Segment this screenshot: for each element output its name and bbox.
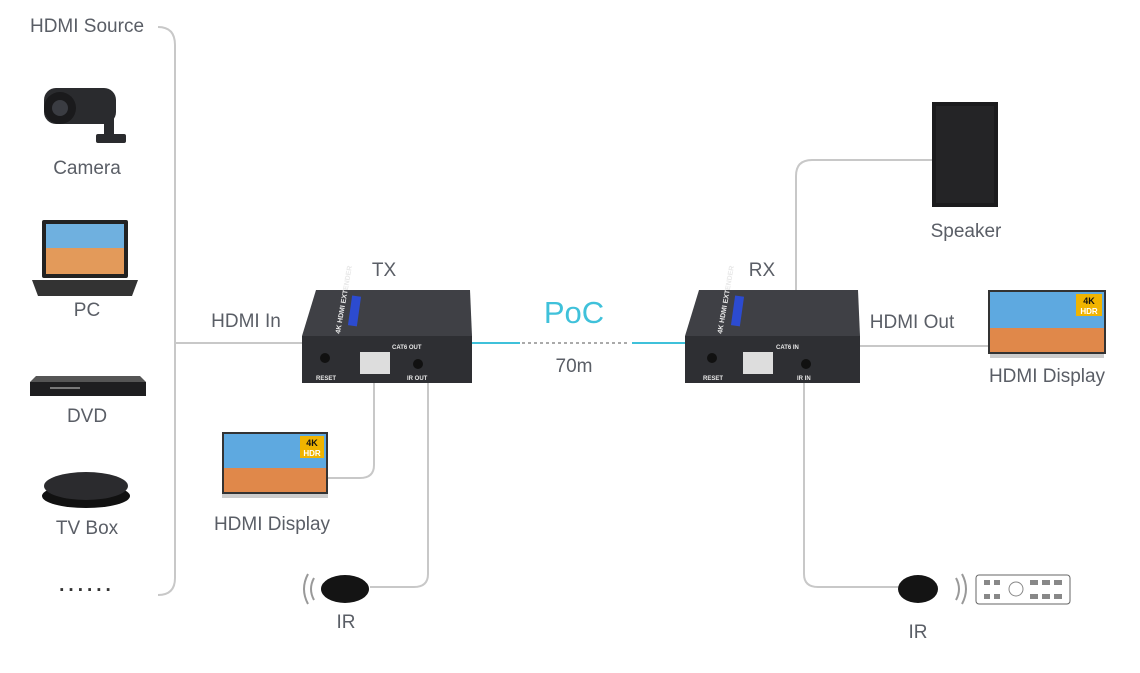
poc-label: PoC	[543, 295, 605, 330]
rx-port-ir-label: IR IN	[797, 376, 811, 382]
tx-hdmi-display-label: HDMI Display	[213, 514, 331, 535]
rx-ir-line	[803, 383, 898, 588]
source-label-tv-box: TV Box	[55, 518, 119, 539]
source-label-camera: Camera	[53, 158, 121, 179]
tx-hdmi-display-icon: 4K HDR	[222, 432, 328, 498]
more-sources-ellipsis: ......	[59, 575, 115, 596]
tx-ir-line	[370, 383, 429, 588]
tx-label: TX	[371, 260, 397, 281]
hdmi-out-label: HDMI Out	[869, 312, 955, 333]
connection-lines	[157, 26, 988, 596]
tx-port-reset-label: RESET	[316, 376, 336, 382]
source-label-dvd: DVD	[66, 406, 108, 427]
source-bracket	[157, 26, 176, 596]
hdmi-source-title: HDMI Source	[29, 16, 145, 37]
rx-display-hdr-badge: HDR	[1080, 307, 1098, 316]
rx-label: RX	[748, 260, 776, 281]
tx-display-line	[328, 383, 375, 479]
tx-display-4k-badge: 4K	[306, 438, 318, 448]
laptop-icon	[32, 220, 138, 296]
tv-box-icon	[42, 472, 130, 508]
rx-device: 4K HDMI EXTENDER RESET CAT6 IN IR IN	[685, 265, 860, 383]
tx-device: 4K HDMI EXTENDER RESET CAT6 OUT IR OUT	[302, 265, 472, 383]
rx-ir-receiver-icon	[898, 573, 967, 605]
speaker-line	[795, 159, 932, 290]
speaker-icon	[932, 102, 998, 207]
distance-label: 70m	[555, 356, 593, 377]
tx-display-hdr-badge: HDR	[303, 449, 321, 458]
remote-control-icon	[975, 574, 1071, 605]
camera-icon	[44, 88, 126, 143]
tx-ir-receiver-icon	[303, 573, 369, 605]
hdmi-in-label: HDMI In	[211, 311, 281, 332]
tx-ir-label: IR	[336, 612, 356, 633]
rx-hdmi-display-icon: 4K HDR	[988, 290, 1106, 358]
tx-port-cat6-label: CAT6 OUT	[392, 345, 422, 351]
rx-ir-label: IR	[908, 622, 928, 643]
rx-port-reset-label: RESET	[703, 376, 723, 382]
rx-display-4k-badge: 4K	[1083, 296, 1095, 306]
source-label-pc: PC	[73, 300, 101, 321]
tx-port-ir-label: IR OUT	[407, 376, 428, 382]
dvd-player-icon	[30, 376, 146, 396]
rx-hdmi-display-label: HDMI Display	[988, 366, 1106, 387]
rx-port-cat6-label: CAT6 IN	[776, 345, 799, 351]
speaker-label: Speaker	[930, 221, 1002, 242]
